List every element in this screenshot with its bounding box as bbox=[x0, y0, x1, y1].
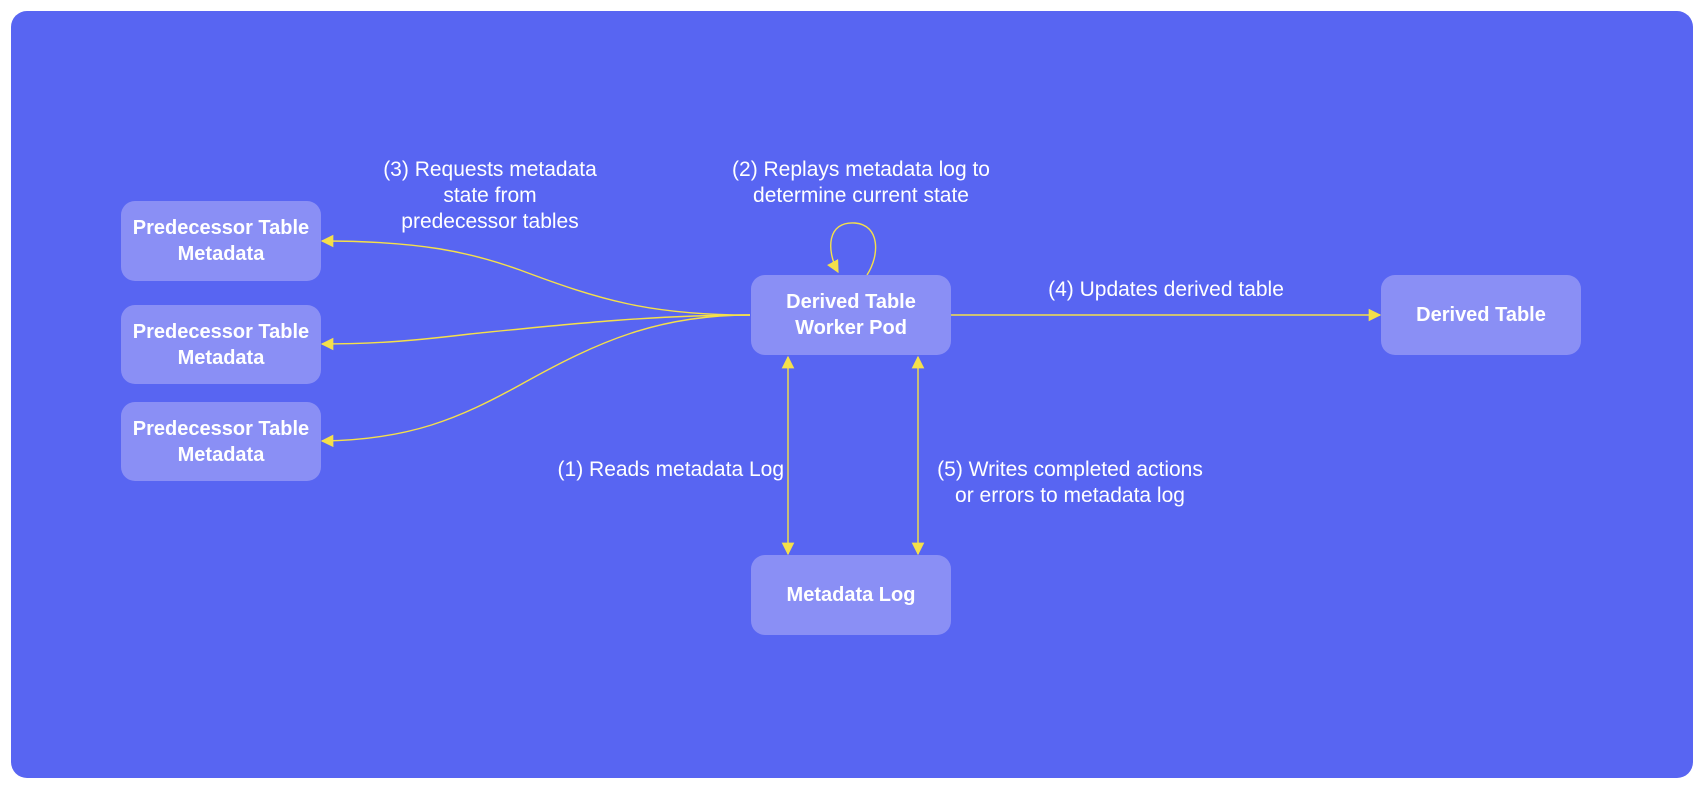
step-5-label: (5) Writes completed actions or errors t… bbox=[937, 458, 1203, 507]
edge-worker-to-pred2 bbox=[320, 314, 751, 351]
step-4-label: (4) Updates derived table bbox=[1048, 278, 1284, 301]
step-1-label: (1) Reads metadata Log bbox=[557, 458, 784, 481]
edge-worker-to-pred3 bbox=[320, 314, 751, 448]
edge-worker-to-pred1 bbox=[320, 234, 751, 316]
derived-table-node: Derived Table bbox=[1381, 275, 1581, 355]
predecessor-table-metadata-node-1: Predecessor Table Metadata bbox=[121, 201, 321, 281]
predecessor-table-metadata-node-3: Predecessor Table Metadata bbox=[121, 402, 321, 481]
diagram-canvas bbox=[11, 11, 1693, 778]
predecessor-table-metadata-node-2: Predecessor Table Metadata bbox=[121, 305, 321, 384]
metadata-log-node: Metadata Log bbox=[751, 555, 951, 635]
step-2-label: (2) Replays metadata log to determine cu… bbox=[732, 158, 990, 207]
step-3-label: (3) Requests metadata state from predece… bbox=[383, 158, 597, 233]
derived-table-worker-pod-node: Derived Table Worker Pod bbox=[751, 275, 951, 355]
edge-worker-self-loop bbox=[827, 222, 877, 276]
